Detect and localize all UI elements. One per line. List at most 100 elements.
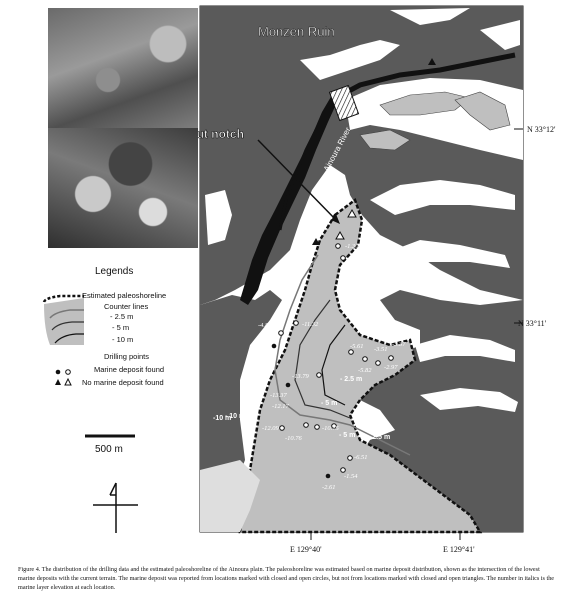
open-triangle-1 bbox=[347, 208, 357, 218]
legend-closed-circle bbox=[55, 369, 61, 375]
contour-label: - 10 m bbox=[225, 413, 245, 420]
drill-point bbox=[331, 423, 337, 429]
depth-label: -13.79 bbox=[292, 373, 310, 380]
depth-label: -1.54 bbox=[344, 473, 358, 480]
depth-label: -3.37 bbox=[392, 341, 406, 348]
contour-labels: - 2.5 m - 2.5 m - 5 m - 10 m - 2.5 m - 5… bbox=[213, 361, 390, 441]
contour-5m bbox=[294, 299, 351, 419]
lon-east-label: E 129°41' bbox=[443, 545, 475, 554]
marine-patch-ne bbox=[454, 91, 511, 131]
legend-open-triangle bbox=[64, 377, 72, 386]
depth-label: -5.8 bbox=[260, 342, 271, 349]
depth-label: -4.85 bbox=[258, 322, 272, 329]
depth-label: -1.30 bbox=[345, 243, 359, 250]
monzen-ruin-label: Monzen Ruin bbox=[258, 24, 335, 39]
paleo-sea-plain bbox=[238, 197, 483, 534]
contour-10m bbox=[321, 324, 346, 406]
depth-label: -1.70 bbox=[346, 257, 360, 264]
legend-open-circle bbox=[65, 369, 71, 375]
lon-west-label: E 129°40' bbox=[290, 545, 322, 554]
drill-point bbox=[325, 473, 331, 479]
drill-point bbox=[347, 455, 353, 461]
depth-label: -2.61 bbox=[322, 484, 336, 491]
legend-drilling-title: Drilling points bbox=[104, 352, 149, 361]
field-photo-survey bbox=[48, 8, 198, 128]
depth-labels: -1.30 -1.70 -11.32 -4.85 -5.8 -13.79 -13… bbox=[258, 243, 406, 491]
no-deposit-triangle-west bbox=[312, 238, 320, 245]
depth-label: -6.51 bbox=[354, 454, 368, 461]
depth-label: -10.76 bbox=[285, 435, 303, 442]
depth-label: -5.82 bbox=[358, 367, 372, 374]
scale-label: 500 m bbox=[95, 444, 123, 455]
drill-point bbox=[285, 382, 291, 388]
drill-point bbox=[340, 467, 346, 473]
river-lower bbox=[278, 114, 327, 231]
depth-label: -10.75 bbox=[322, 425, 340, 432]
depth-label: -5.61 bbox=[350, 343, 364, 350]
valley-east-2 bbox=[380, 240, 510, 270]
depth-label: -3.51 bbox=[374, 346, 388, 353]
valley-north-3 bbox=[480, 20, 520, 50]
field-photo-notch-closeup bbox=[48, 128, 198, 248]
legend-contour-10 bbox=[54, 333, 84, 344]
contour-2-5m bbox=[274, 254, 411, 456]
valley-east-3 bbox=[415, 335, 515, 362]
valley-west-notch bbox=[205, 190, 232, 245]
drill-point bbox=[279, 425, 285, 431]
drill-point bbox=[271, 343, 277, 349]
legend-contour-title: Counter lines bbox=[104, 302, 148, 311]
contour-label: -10 m bbox=[213, 415, 231, 422]
legend-contour-1: - 2.5 m bbox=[110, 312, 133, 321]
depth-label: -13.37 bbox=[270, 392, 288, 399]
lat-north-label: N 33°12' bbox=[527, 125, 556, 134]
legend-notfound-label: No marine deposit found bbox=[82, 378, 164, 387]
legend-shoreline-label: Estimated paleoshoreline bbox=[82, 291, 166, 300]
depth-label: -12.17 bbox=[272, 403, 290, 410]
contour-label: - 5 m bbox=[321, 400, 337, 407]
contour-label: - 2.5 m bbox=[248, 361, 270, 368]
legend-contour-2-5 bbox=[49, 309, 84, 319]
legend-shoreline-swatch bbox=[42, 294, 84, 303]
sea-lower-left bbox=[200, 460, 260, 532]
legend-found-label: Marine deposit found bbox=[94, 365, 164, 374]
drilling-points bbox=[271, 243, 394, 479]
valley-east-4 bbox=[420, 388, 518, 412]
drill-point bbox=[375, 360, 381, 366]
field-photo-inset bbox=[48, 8, 198, 248]
lat-south-label: N 33°11' bbox=[518, 319, 547, 328]
marine-patch-mid bbox=[359, 129, 411, 151]
north-arrow bbox=[93, 482, 138, 533]
depth-label: -2.97 bbox=[384, 364, 398, 371]
valley-north-arm bbox=[300, 40, 400, 80]
ainoura-river bbox=[330, 52, 516, 103]
depth-label: -12.09 bbox=[262, 425, 280, 432]
drill-point bbox=[335, 243, 341, 249]
drill-point bbox=[293, 320, 299, 326]
valley-east-1 bbox=[370, 180, 515, 215]
drill-point bbox=[314, 424, 320, 430]
drill-point bbox=[340, 255, 346, 261]
legend-title: Legends bbox=[95, 266, 133, 277]
legend-contour-3: - 10 m bbox=[112, 335, 133, 344]
legend-contour-5 bbox=[51, 321, 84, 331]
contour-label: - 5 m bbox=[339, 432, 355, 439]
figure-caption: Figure 4. The distribution of the drilli… bbox=[18, 566, 555, 591]
notch-arrow-line bbox=[257, 139, 339, 223]
contour-label: - 2.5 m bbox=[368, 434, 390, 441]
legend-closed-triangle bbox=[55, 379, 61, 385]
drill-point bbox=[303, 422, 309, 428]
open-triangle-2 bbox=[335, 230, 345, 240]
no-deposit-triangle-north bbox=[428, 58, 436, 65]
notch-arrow-head bbox=[331, 214, 340, 224]
drill-point bbox=[388, 355, 394, 361]
legend-graphics bbox=[42, 294, 84, 386]
drill-point bbox=[316, 372, 322, 378]
drill-point bbox=[278, 330, 284, 336]
legend-contour-2: - 5 m bbox=[112, 323, 129, 332]
contour-label: - 2.5 m bbox=[340, 376, 362, 383]
shore-band-west bbox=[240, 95, 338, 305]
monzen-ruin-area bbox=[328, 84, 360, 122]
drill-point bbox=[362, 356, 368, 362]
valley-north-2 bbox=[390, 8, 470, 25]
